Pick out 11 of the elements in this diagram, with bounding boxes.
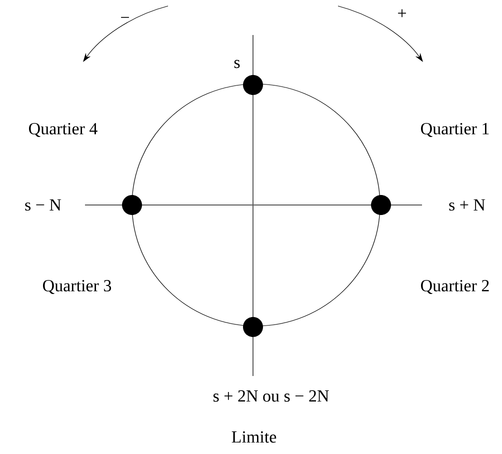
quadrant-label: Quartier 4 (29, 123, 98, 137)
point-label: s + 2N ou s − 2N (213, 390, 329, 402)
quadrant-label: Quartier 3 (43, 280, 112, 294)
direction-sign: + (398, 9, 406, 18)
point-label: s + N (449, 199, 486, 211)
quadrant-label: Quartier 2 (421, 280, 489, 294)
point-label: s (234, 60, 240, 68)
direction-sign: − (121, 16, 129, 18)
point-label: s − N (25, 199, 62, 211)
caption-label: Limite (232, 431, 276, 443)
quadrant-label: Quartier 1 (421, 123, 489, 137)
